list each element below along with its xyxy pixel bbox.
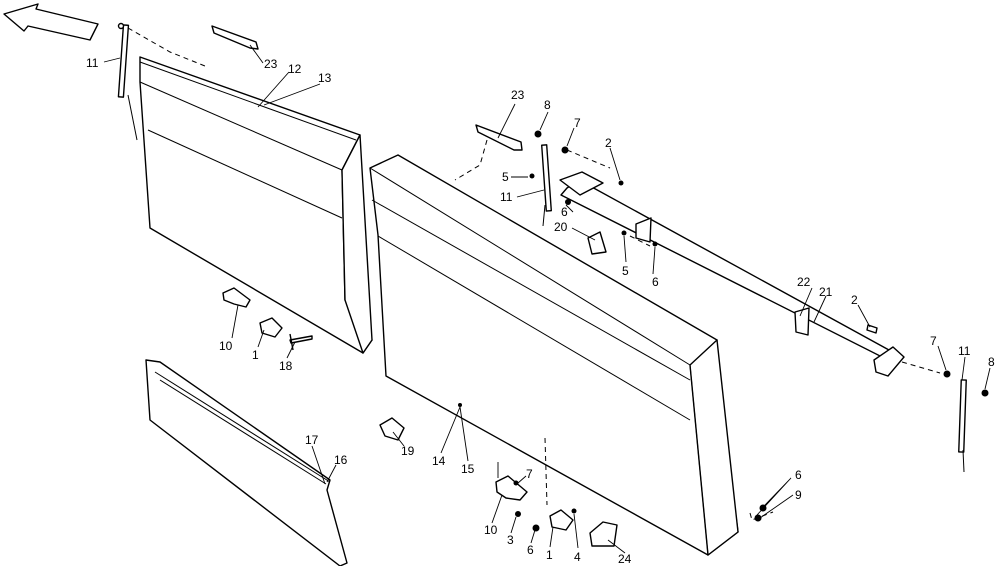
- gas-strut-right: [958, 379, 967, 473]
- torsion-bar-assembly: [559, 171, 905, 377]
- pin-18: [289, 333, 313, 351]
- bolt-2-top: [618, 180, 624, 186]
- callout-24: 24: [618, 552, 632, 566]
- callout-22: 22: [797, 275, 811, 289]
- bracket-19: [379, 417, 405, 441]
- callout-11: 11: [86, 56, 99, 70]
- callout-11: 11: [958, 344, 971, 358]
- callout-8: 8: [544, 98, 551, 112]
- bolt-4: [571, 508, 577, 514]
- callout-23: 23: [511, 88, 525, 102]
- callout-15: 15: [461, 462, 475, 476]
- bracket-23-right: [475, 124, 523, 151]
- callout-6: 6: [527, 543, 534, 557]
- callout-6: 6: [795, 468, 802, 482]
- main-right-panel: [369, 154, 739, 556]
- bolt-5-center: [529, 173, 535, 179]
- callout-7: 7: [930, 334, 937, 348]
- callout-21: 21: [819, 285, 833, 299]
- nut-8-center: [534, 130, 542, 138]
- lower-skirt-panel: [145, 359, 348, 566]
- washer-7-right: [943, 370, 951, 378]
- bolt-5-lower: [621, 230, 627, 236]
- gas-strut-center: [541, 144, 552, 227]
- washer-6-lower-left: [532, 524, 540, 532]
- latch-1-right: [549, 509, 574, 531]
- callout-2: 2: [851, 293, 858, 307]
- callout-11: 11: [500, 190, 513, 204]
- callout-5: 5: [502, 170, 509, 184]
- callout-14: 14: [432, 454, 446, 468]
- callout-10: 10: [219, 339, 233, 353]
- latch-1-left: [259, 317, 283, 338]
- callout-5: 5: [622, 264, 629, 278]
- hole-14: [458, 403, 462, 407]
- callout-18: 18: [279, 359, 293, 373]
- callout-1: 1: [546, 548, 553, 562]
- callout-17: 17: [305, 433, 319, 447]
- callout-6: 6: [652, 275, 659, 289]
- callout-7: 7: [574, 116, 581, 130]
- callout-6: 6: [561, 205, 568, 219]
- callout-12: 12: [288, 62, 302, 76]
- gas-strut-left: [117, 22, 138, 141]
- bracket-23-left: [211, 25, 259, 50]
- bolt-2-right: [866, 324, 878, 334]
- nut-8-right: [981, 389, 989, 397]
- callout-8: 8: [988, 355, 995, 369]
- callout-23: 23: [264, 57, 278, 71]
- nut-9: [754, 514, 762, 522]
- washer-6-center: [565, 199, 571, 205]
- direction-arrow: [3, 3, 99, 41]
- callout-3: 3: [507, 533, 514, 547]
- hinge-10-right: [495, 475, 528, 501]
- washer-7-center: [561, 146, 569, 154]
- washer-7-lower: [513, 480, 519, 486]
- bracket-24: [589, 521, 618, 547]
- washer-6-lower: [652, 241, 658, 247]
- callout-9: 9: [795, 488, 802, 502]
- callout-13: 13: [318, 71, 332, 85]
- bracket-20: [587, 231, 607, 255]
- callout-1: 1: [252, 348, 259, 362]
- callout-19: 19: [401, 444, 415, 458]
- callout-7: 7: [526, 467, 533, 481]
- callout-4: 4: [574, 550, 581, 564]
- callout-10: 10: [484, 523, 498, 537]
- left-side-panel: [139, 56, 373, 354]
- callout-2: 2: [605, 136, 612, 150]
- bolt-3: [515, 511, 521, 517]
- callout-20: 20: [554, 220, 568, 234]
- hinge-10-left: [222, 287, 251, 308]
- callout-16: 16: [334, 453, 348, 467]
